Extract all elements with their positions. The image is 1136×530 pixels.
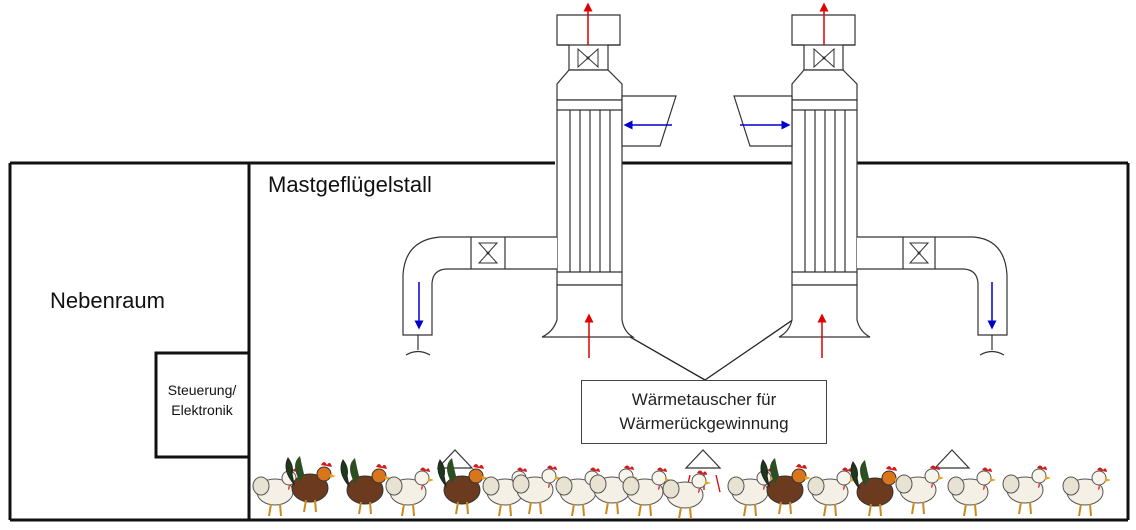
chicken-icon xyxy=(1002,464,1052,515)
control-label: Steuerung/ Elektronik xyxy=(158,380,246,420)
heat-exchanger-label-box: Wärmetauscher für Wärmerückgewinnung xyxy=(581,380,827,444)
chicken-icon xyxy=(760,457,812,515)
chicken-icon xyxy=(662,469,712,520)
chicken-icon xyxy=(895,464,945,515)
chicken-icon xyxy=(850,459,902,517)
control-box xyxy=(154,351,251,459)
chicken-icon xyxy=(807,466,857,517)
chicken-icon xyxy=(385,466,435,517)
chicken-icon xyxy=(340,457,392,515)
chicken-icon xyxy=(947,466,997,517)
chicken-icon xyxy=(1062,466,1112,517)
heat-exchanger-label-line1: Wärmetauscher für xyxy=(631,390,777,409)
floor-air-inlets xyxy=(436,449,971,469)
ventilation-unit-left xyxy=(402,14,677,356)
chicken-row xyxy=(252,455,1112,520)
building-outline xyxy=(8,161,1130,522)
fresh-air-arrows xyxy=(414,120,997,330)
exhaust-arrows xyxy=(583,2,829,358)
side-room-label: Nebenraum xyxy=(50,288,165,313)
control-label-line1: Steuerung/ xyxy=(167,382,237,398)
heat-exchanger-pointers xyxy=(617,307,811,381)
heat-exchanger-label-line2: Wärmerückgewinnung xyxy=(619,414,789,433)
control-label-line2: Elektronik xyxy=(171,402,233,418)
stall-label: Mastgeflügelstall xyxy=(268,172,432,197)
chicken-icon xyxy=(285,455,337,513)
ventilation-unit-right xyxy=(733,14,1008,356)
